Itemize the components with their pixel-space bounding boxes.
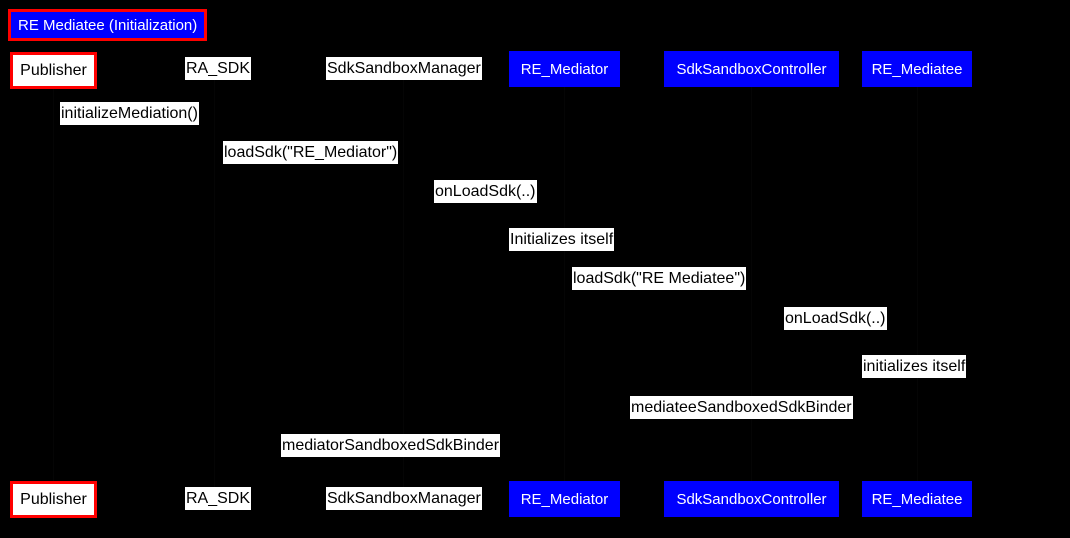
message-label-mediatee-sandboxed-sdk-binder: mediateeSandboxedSdkBinder [630,396,853,419]
lifeline-re-mediatee [917,87,918,481]
lifeline-ra-sdk [214,80,215,489]
participant-top-publisher[interactable]: Publisher [10,52,97,89]
participant-bottom-publisher[interactable]: Publisher [10,481,97,518]
message-label-mediator-sandboxed-sdk-binder: mediatorSandboxedSdkBinder [281,434,501,457]
participant-bottom-re-mediatee[interactable]: RE_Mediatee [862,481,972,517]
message-label-on-load-sdk-mediatee: onLoadSdk(..) [784,307,887,330]
participant-bottom-sdk-sandbox-manager[interactable]: SdkSandboxManager [326,487,482,510]
message-label-on-load-sdk-mediator: onLoadSdk(..) [434,180,537,203]
lifeline-publisher [53,88,54,481]
lifeline-sdk-sandbox-controller [751,87,752,481]
participant-top-sdk-sandbox-manager[interactable]: SdkSandboxManager [326,57,482,80]
message-label-initialize-mediation: initializeMediation() [60,102,199,125]
message-label-load-sdk-re-mediatee: loadSdk("RE Mediatee") [572,267,747,290]
participant-bottom-ra-sdk[interactable]: RA_SDK [185,487,252,510]
lifeline-re-mediator [564,87,565,481]
message-label-initializes-itself-mediatee: initializes itself [862,355,967,378]
message-label-load-sdk-re-mediator: loadSdk("RE_Mediator") [223,141,399,164]
participant-top-re-mediator[interactable]: RE_Mediator [509,51,620,87]
lifeline-sdk-sandbox-manager [403,80,404,489]
diagram-title: RE Mediatee (Initialization) [8,9,208,41]
participant-bottom-sdk-sandbox-controller[interactable]: SdkSandboxController [664,481,839,517]
participant-top-ra-sdk[interactable]: RA_SDK [185,57,252,80]
participant-top-re-mediatee[interactable]: RE_Mediatee [862,51,972,87]
participant-top-sdk-sandbox-controller[interactable]: SdkSandboxController [664,51,839,87]
participant-bottom-re-mediator[interactable]: RE_Mediator [509,481,620,517]
message-label-initializes-itself-mediator: Initializes itself [509,228,615,251]
